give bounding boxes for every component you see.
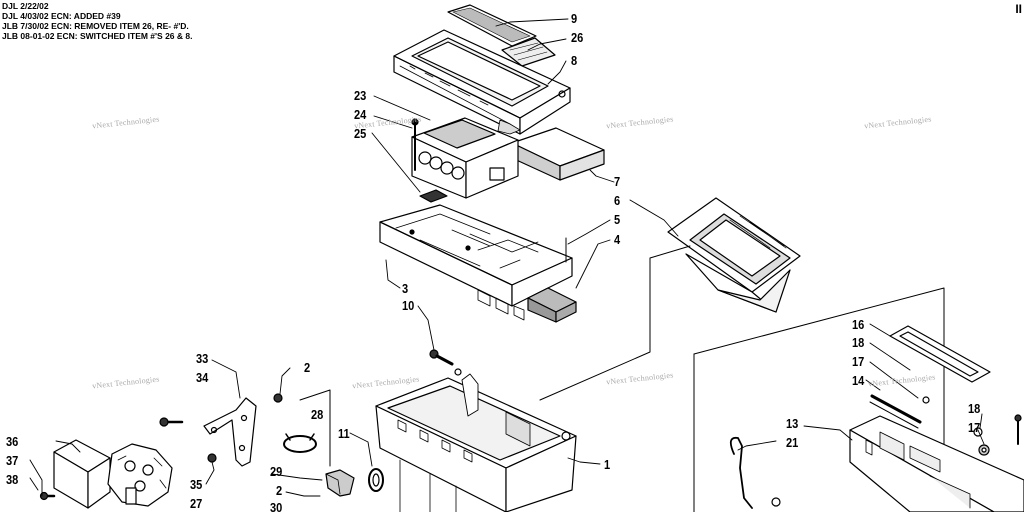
callout-13: 13: [786, 416, 799, 431]
callout-21: 21: [786, 435, 799, 450]
grommet-part-11: [368, 468, 384, 492]
callout-23: 23: [354, 88, 367, 103]
clip-part-29: [325, 469, 355, 497]
callout-5: 5: [614, 212, 621, 227]
callout-37: 37: [6, 453, 19, 468]
callout-6: 6: [614, 193, 621, 208]
callout-33: 33: [196, 351, 209, 366]
control-box-part-36: [39, 439, 111, 509]
callout-38: 38: [6, 472, 19, 487]
callout-10: 10: [402, 298, 415, 313]
callout-4: 4: [614, 232, 621, 247]
callout-25: 25: [354, 126, 367, 141]
callout-18-upper: 18: [852, 335, 865, 350]
revision-note-4: JLB 08-01-02 ECN: SWITCHED ITEM #'S 26 &…: [2, 31, 193, 41]
callout-28: 28: [311, 407, 324, 422]
callout-2-lower: 2: [276, 483, 283, 498]
revision-note-3: JLB 7/30/02 ECN: REMOVED ITEM 26, RE- #'…: [2, 21, 189, 31]
callout-3: 3: [402, 281, 409, 296]
decal-part-9: [447, 4, 537, 47]
harness-assembly: [107, 443, 173, 507]
foam-pad-part-4: [527, 287, 577, 323]
callout-2-upper: 2: [304, 360, 311, 375]
callout-18-right: 18: [968, 401, 981, 416]
callout-8: 8: [571, 53, 578, 68]
bolt-edge-right: [1014, 414, 1022, 445]
callout-9: 9: [571, 11, 578, 26]
revision-note-2: DJL 4/03/02 ECN: ADDED #39: [2, 11, 121, 21]
callout-11: 11: [338, 426, 350, 441]
callout-30: 30: [270, 500, 283, 515]
leader-lines: [29, 18, 985, 497]
switch-module-part-23: [411, 117, 519, 203]
callout-29: 29: [270, 464, 283, 479]
label-part-26: [501, 37, 556, 67]
instrument-cover-part-8: [393, 29, 571, 135]
callout-35: 35: [190, 477, 203, 492]
callout-17-right: 17: [968, 420, 981, 435]
mounting-bracket-part-33: [159, 397, 257, 467]
revision-note-1: DJL 2/22/02: [2, 1, 49, 11]
callout-26: 26: [571, 30, 584, 45]
bolt-part-10: [429, 349, 454, 366]
callout-27: 27: [190, 496, 203, 511]
seal-strip-part-14: [869, 394, 930, 429]
assembly-outline: [299, 245, 945, 512]
filter-pad-part-7: [511, 127, 605, 181]
corner-mark: II: [1015, 2, 1022, 16]
callout-34: 34: [196, 370, 209, 385]
callout-7: 7: [614, 174, 621, 189]
side-tray-part-13: [849, 415, 1024, 512]
hose-clamp-part-28: [283, 433, 317, 453]
storage-bin-part-1: [375, 368, 577, 512]
fastener-part-35: [207, 453, 217, 463]
callout-36: 36: [6, 434, 19, 449]
console-tray-part-3: [379, 204, 573, 321]
washer-part-17: [978, 444, 990, 456]
wire-clip-part-21: [729, 436, 781, 509]
callout-16: 16: [852, 317, 865, 332]
callout-17-upper: 17: [852, 354, 865, 369]
fastener-part-2: [273, 393, 283, 403]
callout-1: 1: [604, 457, 611, 472]
callout-14: 14: [852, 373, 865, 388]
gasket-frame-part-16: [889, 325, 991, 383]
callout-24: 24: [354, 107, 367, 122]
air-duct-part-6: [667, 197, 801, 313]
